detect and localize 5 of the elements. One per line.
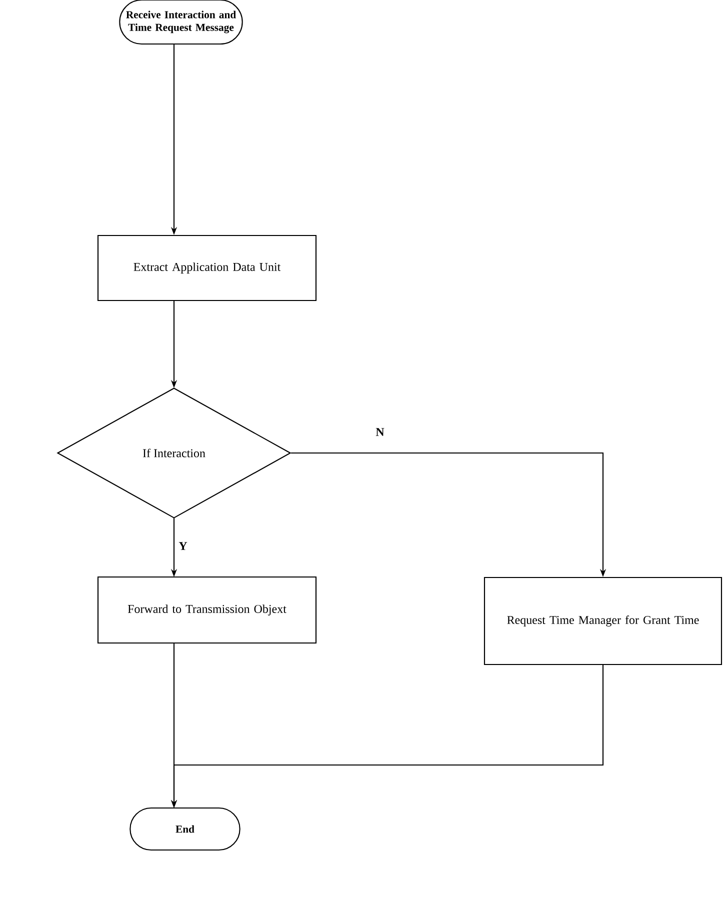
process-box: Request Time Manager for Grant Time (484, 576, 722, 666)
edge-label: N (374, 426, 386, 438)
process-box: Forward to Transmission Objext (97, 576, 317, 644)
edge-label: Y (177, 540, 189, 552)
process-box: Extract Application Data Unit (97, 234, 317, 302)
